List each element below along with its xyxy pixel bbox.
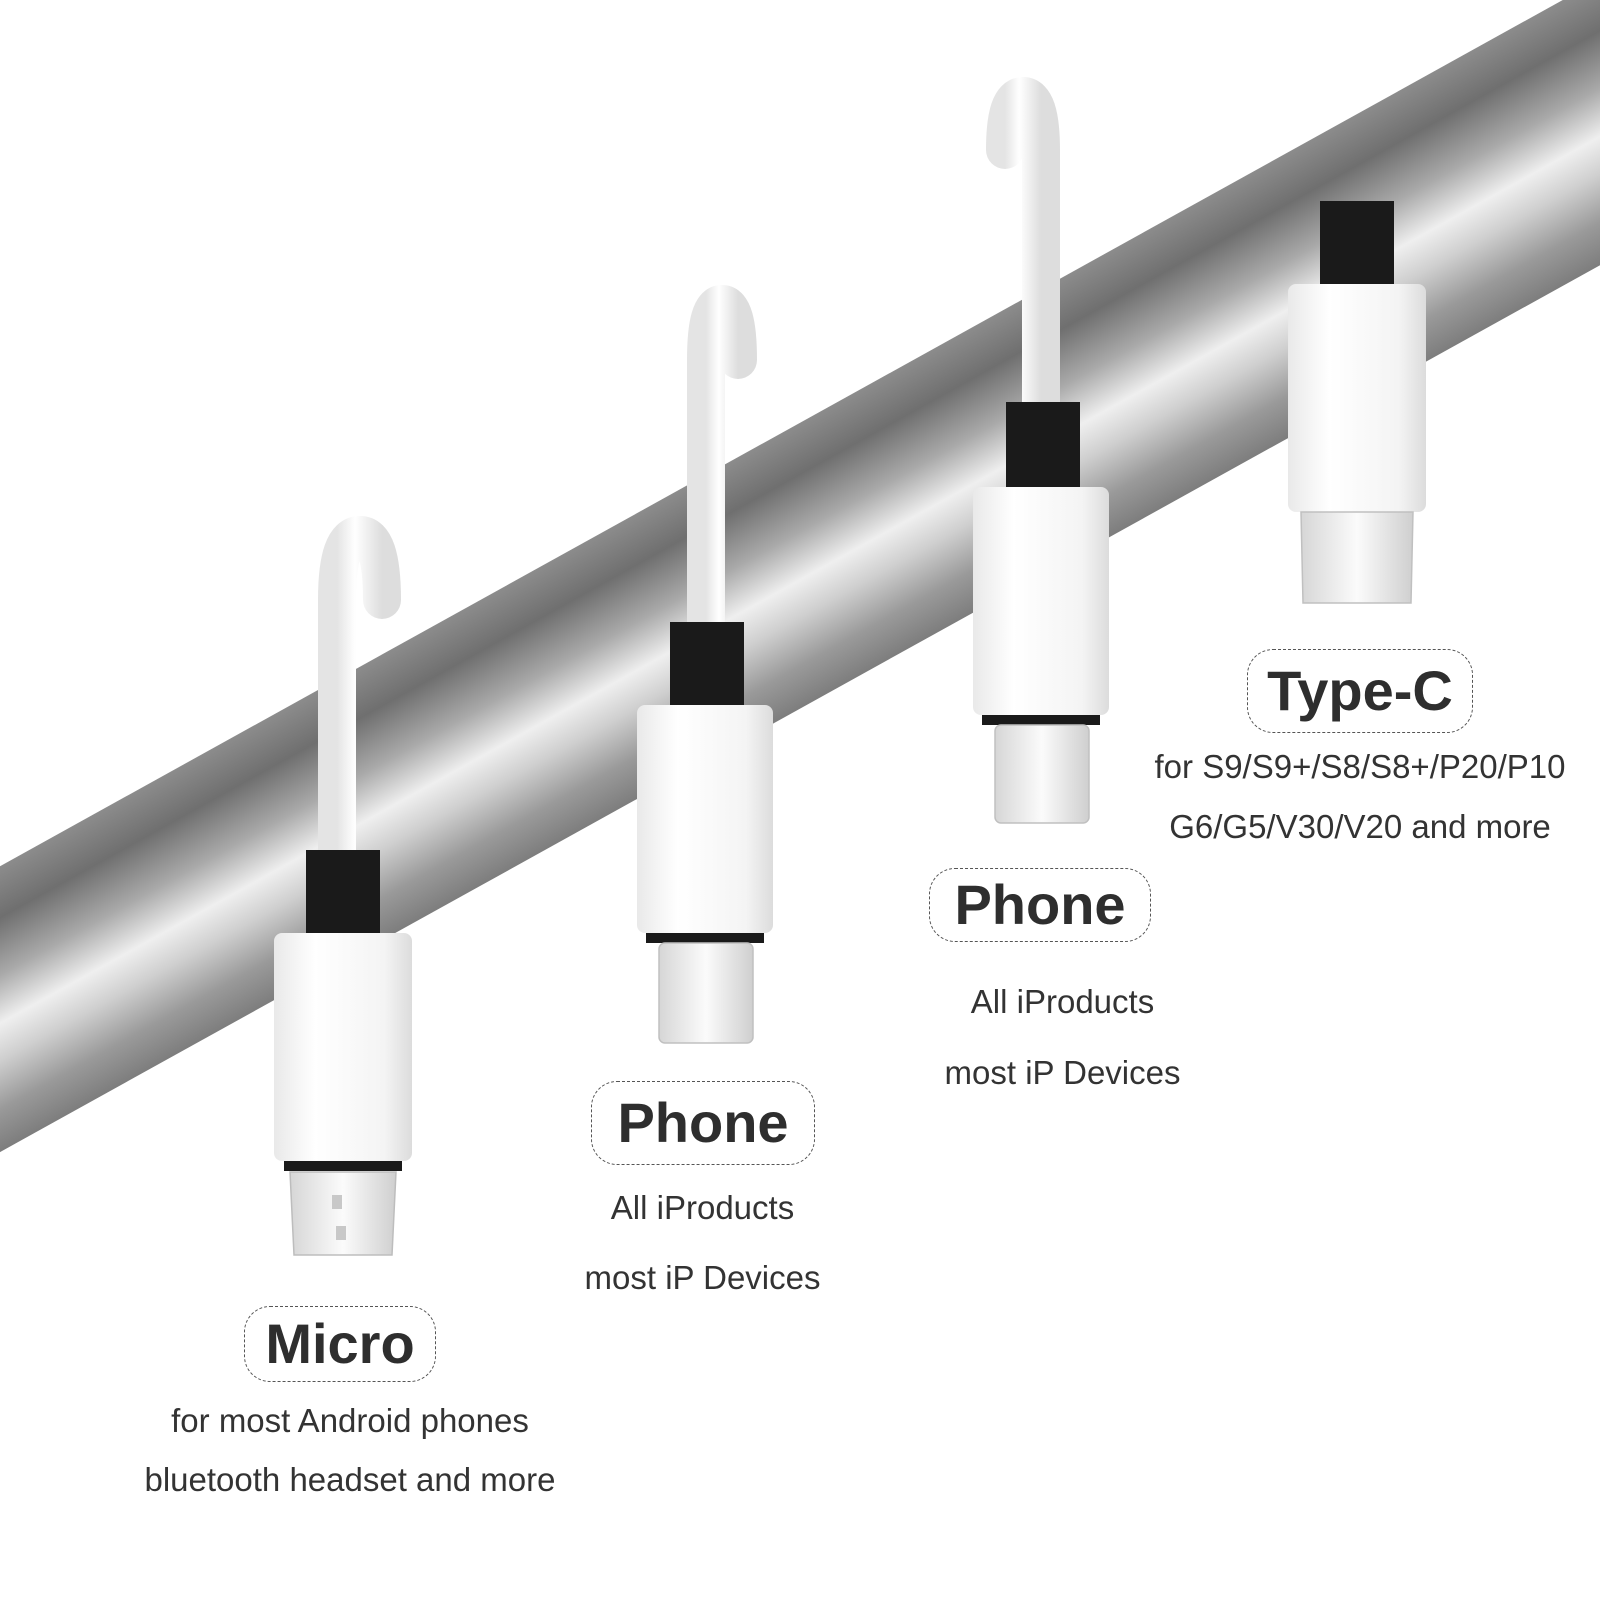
metal-rod bbox=[0, 0, 1600, 1207]
usb-c-cable bbox=[1288, 0, 1426, 604]
type-c-description-line-1: for S9/S9+/S8/S8+/P20/P10 bbox=[1154, 748, 1566, 785]
micro-description-line-1: for most Android phones bbox=[171, 1402, 529, 1439]
phone-title-1: Phone bbox=[591, 1081, 815, 1165]
micro-title: Micro bbox=[244, 1306, 436, 1382]
micro-usb-cable bbox=[274, 515, 412, 1256]
type-c-title: Type-C bbox=[1247, 649, 1473, 733]
type-c-description-line-2: G6/G5/V30/V20 and more bbox=[1169, 808, 1551, 845]
phone-title-2: Phone bbox=[929, 868, 1151, 942]
phone2-description-line-2: most iP Devices bbox=[944, 1054, 1181, 1091]
phone1-description-line-2: most iP Devices bbox=[584, 1259, 821, 1296]
phone2-description-line-1: All iProducts bbox=[970, 983, 1155, 1020]
lightning-cable-2 bbox=[973, 76, 1109, 824]
micro-description-line-2: bluetooth headset and more bbox=[144, 1461, 556, 1498]
lightning-cable-1 bbox=[637, 284, 773, 1044]
phone1-description-line-1: All iProducts bbox=[610, 1189, 795, 1226]
